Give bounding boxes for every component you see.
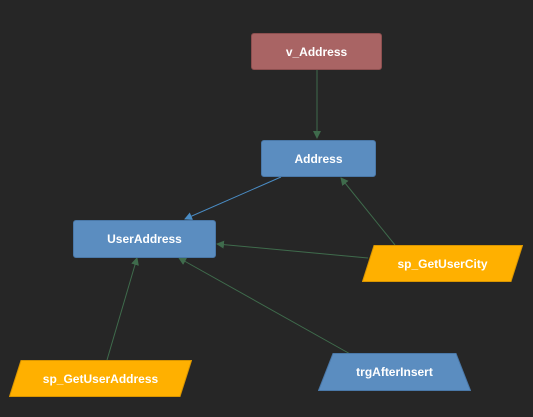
edge-sp_getuseraddress-to-useraddress: [106, 257, 139, 361]
node-address[interactable]: Address: [261, 140, 376, 177]
node-label-sp_getuseraddress: sp_GetUserAddress: [42, 371, 159, 386]
node-sp_getuseraddress[interactable]: sp_GetUserAddress: [9, 360, 192, 397]
node-label-useraddress: UserAddress: [107, 232, 182, 246]
edge-address-to-useraddress: [184, 176, 282, 220]
node-label-address: Address: [294, 151, 343, 166]
edge-sp_getusercity-to-address: [340, 177, 396, 246]
edge-trgafterinsert-to-useraddress: [178, 257, 353, 356]
node-label-v_address: v_Address: [285, 44, 348, 59]
node-label-sp_getusercity: sp_GetUserCity: [397, 256, 488, 271]
trapezoid-shape: [318, 353, 471, 391]
node-useraddress[interactable]: UserAddress: [73, 220, 216, 258]
node-v_address[interactable]: v_Address: [251, 33, 382, 70]
parallelogram-shape: [9, 360, 192, 397]
node-trgafterinsert[interactable]: trgAfterInsert: [318, 353, 471, 391]
parallelogram-shape: [362, 245, 523, 282]
edge-sp_getusercity-to-useraddress: [216, 240, 369, 259]
node-label-trgafterinsert: trgAfterInsert: [356, 365, 433, 379]
node-sp_getusercity[interactable]: sp_GetUserCity: [362, 245, 523, 282]
